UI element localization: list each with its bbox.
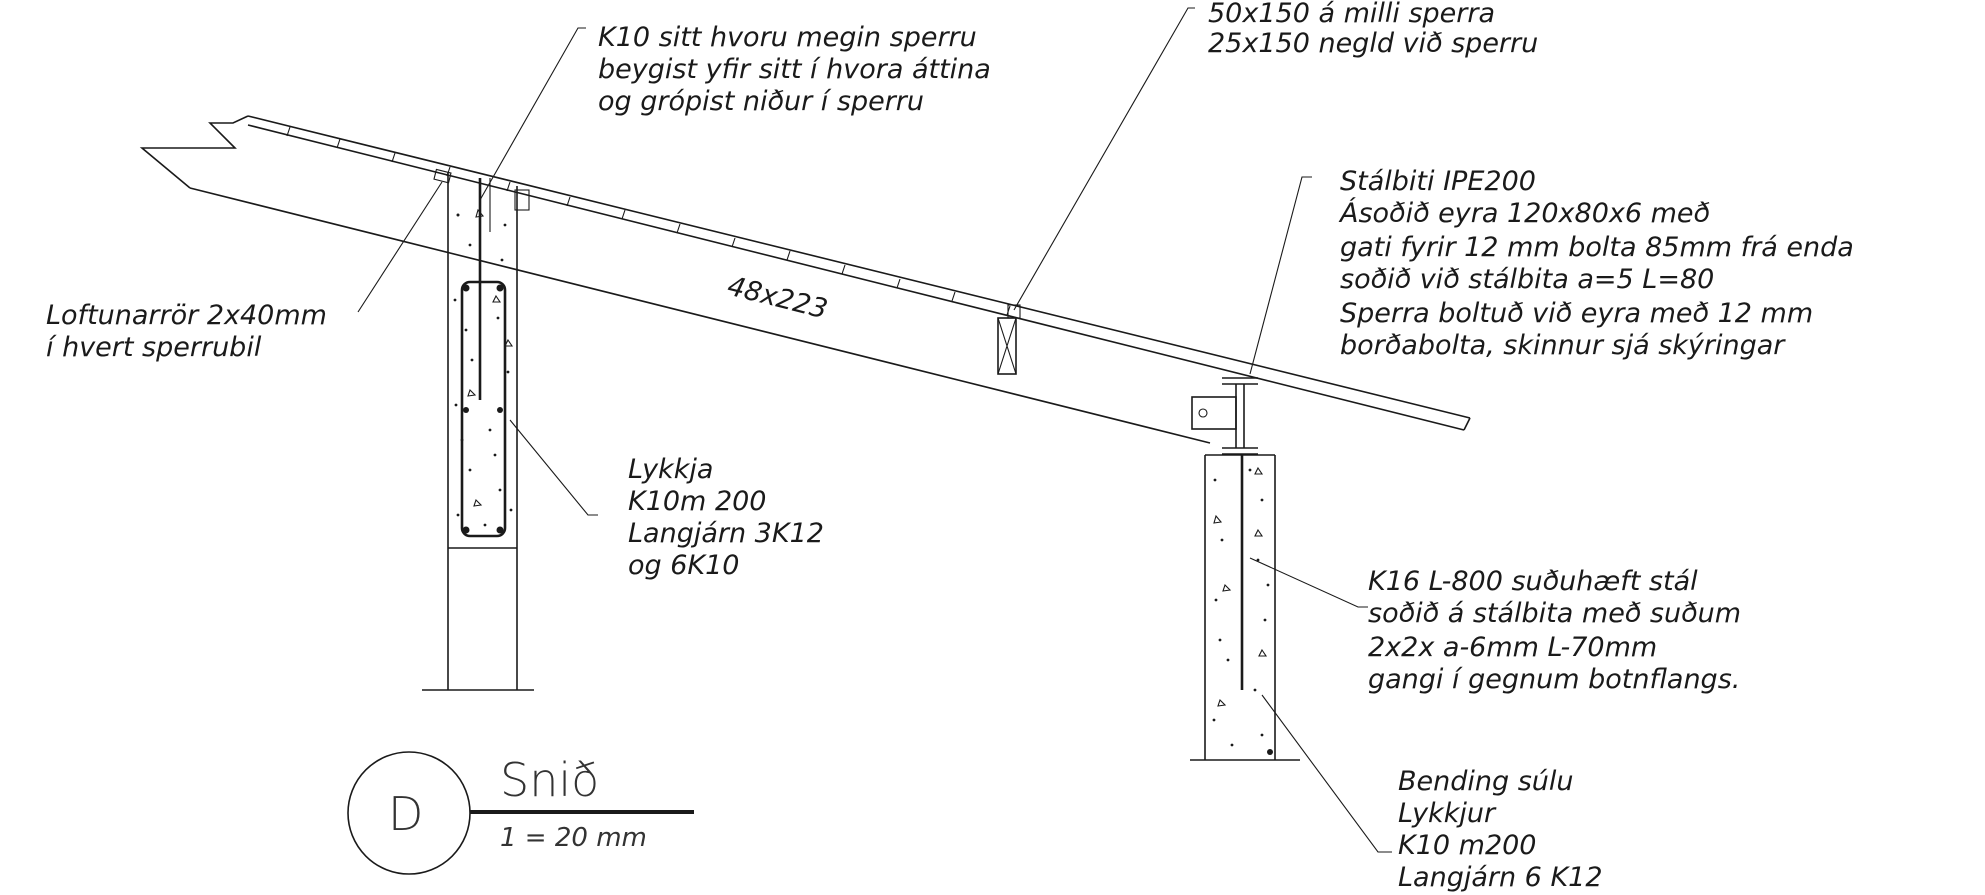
svg-text:50x150 á milli sperra: 50x150 á milli sperra: [1208, 0, 1495, 29]
svg-text:K10m 200: K10m 200: [628, 486, 766, 517]
left-column: [422, 172, 534, 691]
section-title: Snið: [500, 753, 599, 807]
note-timber: 50x150 á milli sperra 25x150 negld við s…: [1208, 0, 1538, 59]
svg-text:borðabolta, skinnur sjá skýrin: borðabolta, skinnur sjá skýringar: [1340, 330, 1786, 361]
svg-text:beygist yfir sitt í hvora átti: beygist yfir sitt í hvora áttina: [598, 54, 991, 85]
rafter: [139, 115, 1211, 444]
svg-text:gati fyrir 12 mm bolta 85mm fr: gati fyrir 12 mm bolta 85mm frá enda: [1340, 232, 1854, 263]
roof-sheathing: [247, 115, 1471, 431]
svg-text:Loftunarrör 2x40mm: Loftunarrör 2x40mm: [46, 300, 327, 331]
note-k16: K16 L-800 suðuhæft stál soðið á stálbita…: [1368, 566, 1741, 695]
timber-block: [997, 304, 1021, 375]
note-lykkja: Lykkja K10m 200 Langjárn 3K12 og 6K10: [628, 454, 824, 581]
svg-text:Langjárn 6 K12: Langjárn 6 K12: [1398, 862, 1603, 893]
svg-text:25x150 negld við sperru: 25x150 negld við sperru: [1208, 28, 1538, 59]
svg-text:K16 L-800 suðuhæft stál: K16 L-800 suðuhæft stál: [1368, 566, 1698, 597]
svg-text:Ásoðið eyra 120x80x6 með: Ásoðið eyra 120x80x6 með: [1338, 197, 1710, 229]
svg-text:og 6K10: og 6K10: [628, 550, 739, 581]
svg-text:í hvert sperrubil: í hvert sperrubil: [46, 332, 262, 363]
section-letter: D: [388, 787, 423, 841]
svg-text:gangi í gegnum botnflangs.: gangi í gegnum botnflangs.: [1368, 664, 1740, 695]
section-scale: 1 = 20 mm: [500, 823, 647, 853]
right-column: [1190, 454, 1300, 761]
note-steel: Stálbiti IPE200 Ásoðið eyra 120x80x6 með…: [1338, 166, 1854, 361]
rafter-size-label: 48x223: [724, 271, 830, 326]
svg-text:Bending súlu: Bending súlu: [1398, 766, 1574, 797]
svg-text:Sperra boltuð við eyra með 12: Sperra boltuð við eyra með 12 mm: [1340, 298, 1813, 329]
svg-text:soðið á stálbita með suðum: soðið á stálbita með suðum: [1368, 598, 1741, 629]
note-k10: K10 sitt hvoru megin sperru beygist yfir…: [598, 22, 991, 117]
svg-text:Stálbiti IPE200: Stálbiti IPE200: [1340, 166, 1536, 197]
svg-text:og grópist niður í sperru: og grópist niður í sperru: [598, 86, 924, 117]
svg-text:K10 sitt hvoru megin sperru: K10 sitt hvoru megin sperru: [598, 22, 977, 53]
svg-text:Lykkjur: Lykkjur: [1398, 798, 1497, 829]
svg-text:Lykkja: Lykkja: [628, 454, 713, 485]
svg-text:2x2x a-6mm L-70mm: 2x2x a-6mm L-70mm: [1368, 632, 1657, 663]
section-title-block: D Snið 1 = 20 mm: [347, 751, 694, 875]
vent-pipe: [433, 168, 530, 211]
leader-lines: [357, 7, 1392, 853]
steel-beam: [1191, 377, 1258, 455]
svg-text:Langjárn 3K12: Langjárn 3K12: [628, 518, 824, 549]
note-bending: Bending súlu Lykkjur K10 m200 Langjárn 6…: [1398, 766, 1603, 893]
svg-text:soðið við stálbita a=5 L=80: soðið við stálbita a=5 L=80: [1340, 264, 1714, 295]
note-vent: Loftunarrör 2x40mm í hvert sperrubil: [46, 300, 327, 363]
svg-text:K10 m200: K10 m200: [1398, 830, 1536, 861]
